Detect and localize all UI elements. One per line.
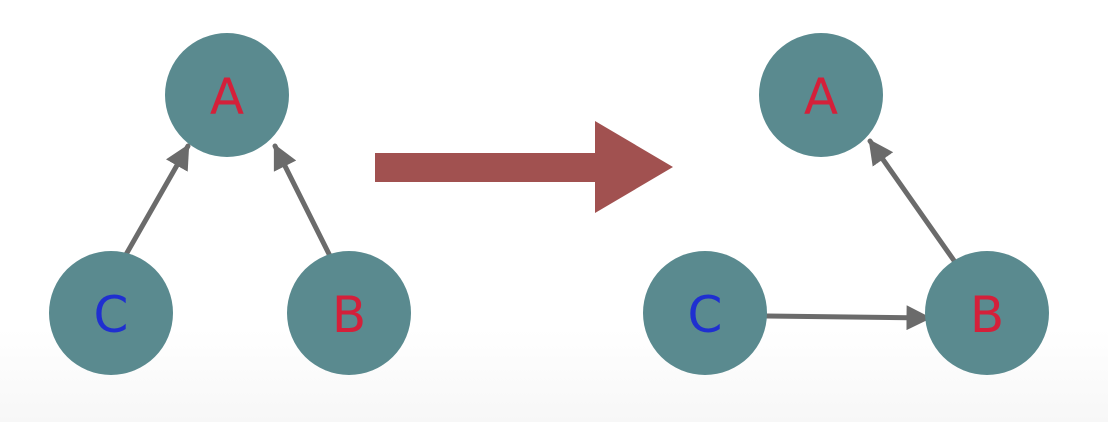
edge-c-to-a: [121, 143, 191, 261]
right-arrow-icon: [375, 121, 673, 213]
node-label-b: B: [970, 286, 1004, 344]
after-graph: A C B: [643, 33, 1049, 375]
before-edges: [121, 143, 334, 261]
node-label-c: C: [94, 286, 129, 344]
before-node-c: C: [49, 251, 173, 375]
node-circle: [49, 251, 173, 375]
after-node-a: A: [759, 33, 883, 157]
node-circle: [165, 33, 289, 157]
after-node-b: B: [925, 251, 1049, 375]
edge-b-to-a: [272, 143, 334, 261]
node-label-a: A: [210, 68, 244, 126]
before-node-b: B: [287, 251, 411, 375]
node-circle: [925, 251, 1049, 375]
node-label-c: C: [688, 286, 723, 344]
node-circle: [287, 251, 411, 375]
node-circle: [759, 33, 883, 157]
edge-c-to-b: [764, 305, 932, 331]
after-edges: [764, 138, 958, 331]
edge-b-to-a: [867, 138, 958, 265]
before-node-a: A: [165, 33, 289, 157]
node-circle: [643, 251, 767, 375]
node-label-b: B: [332, 286, 366, 344]
before-graph: A C B: [49, 33, 411, 375]
node-label-a: A: [804, 68, 838, 126]
after-node-c: C: [643, 251, 767, 375]
